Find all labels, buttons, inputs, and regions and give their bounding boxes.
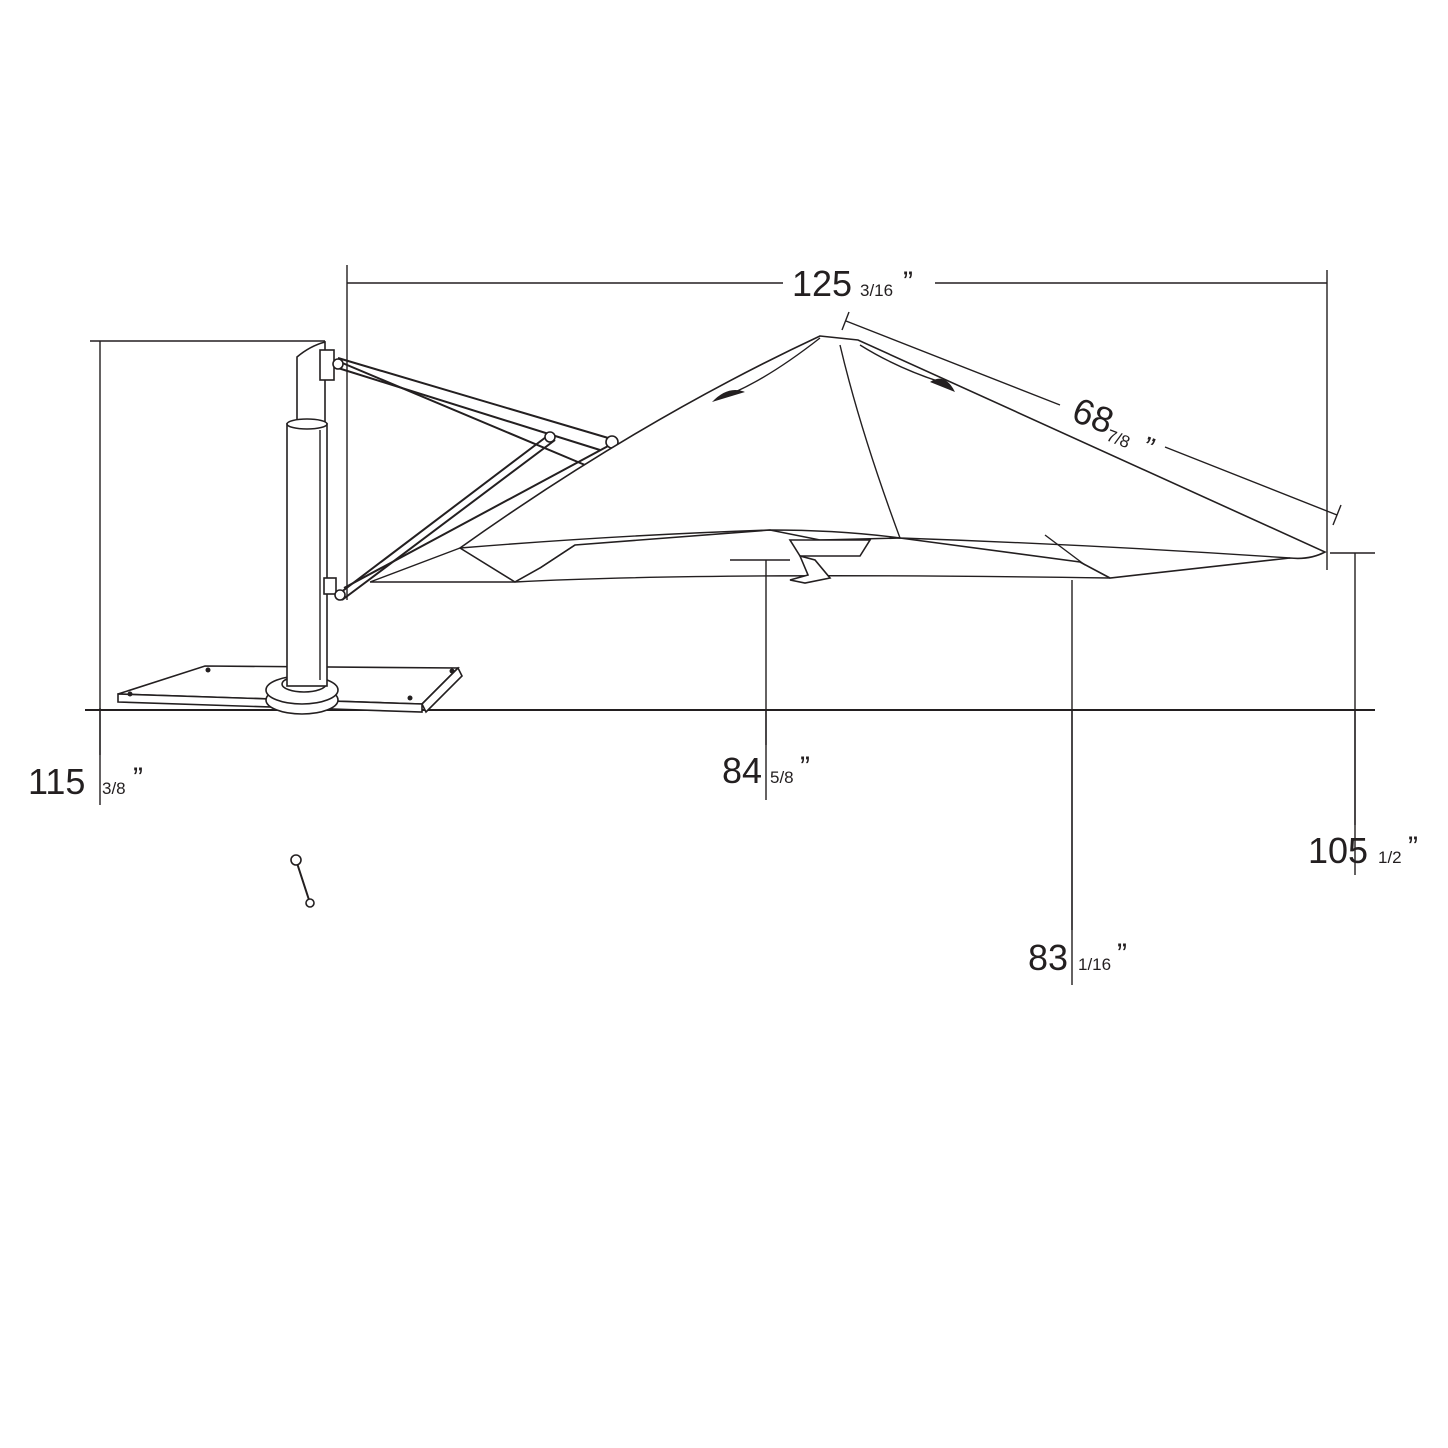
height-whole: 115 xyxy=(28,761,85,802)
dimension-hub-clearance xyxy=(730,559,790,800)
tip-unit: ” xyxy=(1408,831,1418,864)
width-unit: ” xyxy=(903,266,913,299)
pole xyxy=(286,340,328,687)
support-arms xyxy=(319,349,619,601)
crank-handle xyxy=(290,854,315,908)
width-fraction: 3/16 xyxy=(860,281,893,300)
edge-fraction: 1/16 xyxy=(1078,955,1111,974)
hub-whole: 84 xyxy=(722,750,762,791)
dimension-overall-width xyxy=(346,265,1328,600)
edge-whole: 83 xyxy=(1028,937,1068,978)
width-whole: 125 xyxy=(792,263,852,304)
dimension-rib-length xyxy=(841,311,1342,526)
rib-unit: ” xyxy=(1137,431,1158,465)
hub-fraction: 5/8 xyxy=(770,768,794,787)
dimension-tip-height xyxy=(1330,552,1375,875)
height-unit: ” xyxy=(133,762,143,795)
tip-whole: 105 xyxy=(1308,830,1368,871)
canopy xyxy=(369,335,1327,584)
hub-unit: ” xyxy=(800,751,810,784)
height-fraction: 3/8 xyxy=(102,779,126,798)
tip-fraction: 1/2 xyxy=(1378,848,1402,867)
rib-fraction: 7/8 xyxy=(1104,426,1133,452)
dimension-overall-height xyxy=(90,340,325,805)
edge-unit: ” xyxy=(1117,938,1127,971)
